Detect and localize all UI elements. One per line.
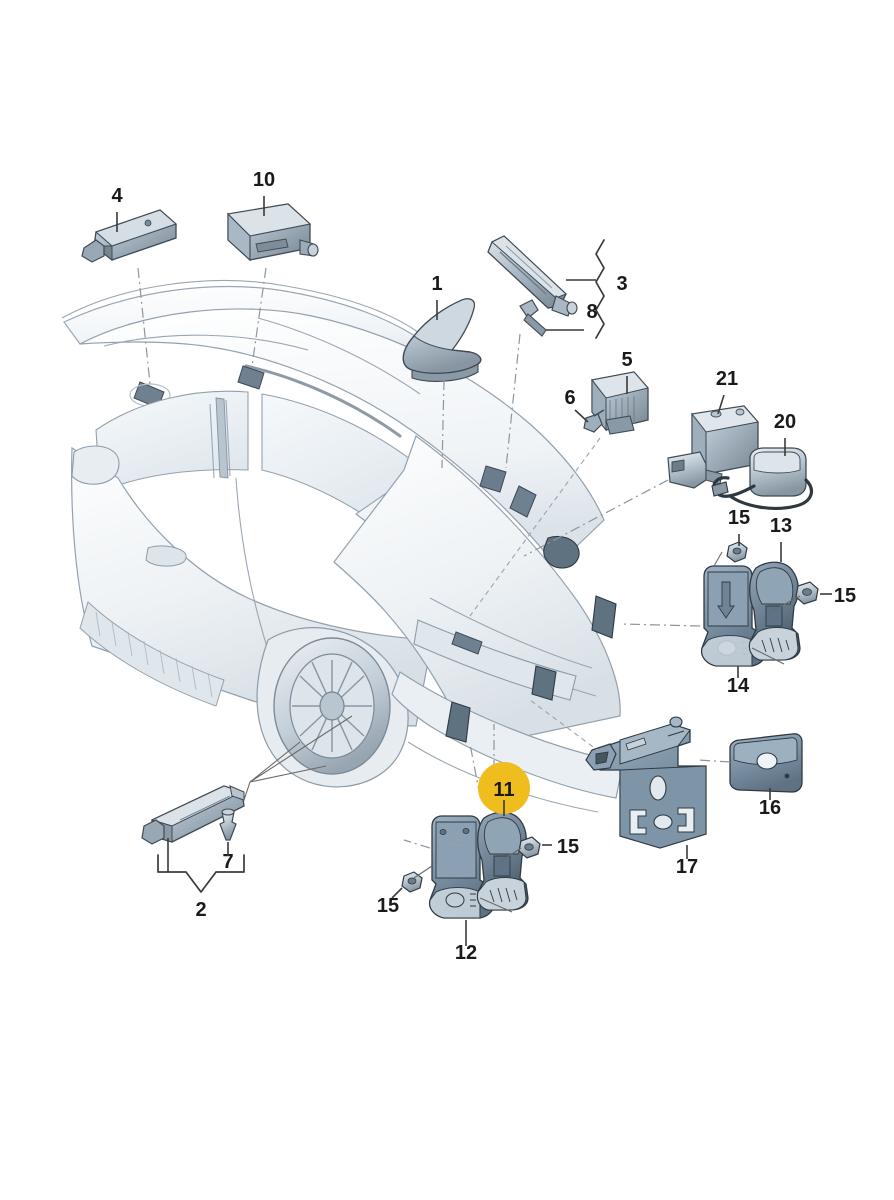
callout-7: 7 [222, 842, 234, 873]
callout-3: 3 [616, 273, 627, 295]
callout-1: 1 [431, 273, 443, 320]
callout-14-label: 14 [727, 675, 750, 697]
callout-15b-label: 15 [834, 585, 856, 607]
highlight-circle [478, 762, 530, 814]
leader-lines [137, 267, 801, 913]
callout-15-d: 15 [377, 887, 403, 917]
callout-3-label: 3 [616, 273, 627, 295]
roof-mount-slot-d [509, 485, 537, 518]
part-10-antenna-module-right [226, 203, 319, 262]
callout-8-label: 8 [586, 301, 597, 323]
callout-21: 21 [716, 368, 738, 415]
part-15-nut-d [401, 871, 423, 893]
door-handle [145, 545, 187, 567]
callout-13-label: 13 [770, 515, 792, 537]
part-21-electronic-control-module [667, 405, 759, 489]
callout-20: 20 [774, 411, 796, 456]
part-1-shark-fin-antenna [402, 298, 482, 382]
part-2-antenna-amplifier [141, 785, 245, 845]
side-sill [79, 601, 225, 707]
callout-20-label: 20 [774, 411, 796, 433]
part-17-support-bracket [585, 716, 707, 849]
callout-4-label: 4 [111, 185, 123, 207]
vehicle-illustration [61, 280, 625, 813]
callout-11-label: 11 [493, 779, 514, 801]
callout-2: 2 [195, 899, 206, 921]
tailgate-sensor-slot [451, 631, 483, 655]
sill-hatching [95, 611, 213, 698]
rear-camera-aperture [543, 535, 580, 569]
callout-6: 6 [564, 387, 589, 423]
part-11-sensor-unit-left [476, 811, 529, 911]
part-8-hex-bolt [519, 299, 547, 337]
callout-12: 12 [455, 920, 477, 964]
rear-bumper [391, 671, 625, 799]
callout-15-c: 15 [542, 836, 579, 858]
callout-5: 5 [621, 349, 633, 394]
bumper-sensor-aperture-left [445, 701, 471, 743]
brace-group-2 [157, 838, 245, 893]
callout-1-label: 1 [431, 273, 442, 295]
callout-17-label: 17 [676, 856, 698, 878]
callout-4: 4 [111, 185, 123, 232]
callout-15d-label: 15 [377, 895, 399, 917]
callout-15c-label: 15 [557, 836, 579, 858]
side-mirror [71, 445, 120, 485]
part-15-nut-b [795, 581, 819, 605]
callout-12-label: 12 [455, 942, 477, 964]
part-16-cover-plate [729, 733, 803, 793]
part-6-retaining-clip [583, 409, 605, 433]
bumper-sensor-aperture-right [591, 595, 617, 639]
part-15-nut-c [518, 836, 541, 859]
callout-2-label: 2 [195, 899, 206, 921]
part-13-sensor-unit-right [748, 561, 801, 661]
highlight-callout-11[interactable]: 11 [478, 762, 530, 816]
roof-rail [244, 364, 402, 438]
callout-6-label: 6 [564, 387, 575, 409]
wheel-hub [319, 691, 345, 721]
roof-mount-slot-rear [479, 465, 507, 493]
callout-17: 17 [676, 845, 698, 878]
part-5-control-unit [591, 371, 649, 435]
callout-16-label: 16 [759, 797, 781, 819]
callout-15a-label: 15 [728, 507, 750, 529]
callout-5-label: 5 [621, 349, 632, 371]
b-pillar [215, 397, 229, 479]
callout-10-label: 10 [253, 169, 275, 191]
callout-15-b: 15 [820, 585, 856, 607]
callout-15-a: 15 [728, 507, 750, 546]
callout-labels: 4 10 1 3 8 5 6 21 20 [111, 169, 856, 964]
callout-10: 10 [253, 169, 275, 216]
rear-quarter-window [95, 390, 249, 493]
part-15-nut-a [726, 541, 748, 563]
callout-13: 13 [770, 515, 792, 562]
part-3-antenna-rail [487, 235, 578, 317]
part-7-expansion-rivet [219, 808, 237, 841]
callout-7-label: 7 [222, 851, 233, 873]
callout-8: 8 [586, 301, 597, 323]
callout-14: 14 [727, 666, 750, 697]
part-20-antenna-pad-module [711, 447, 814, 510]
callout-16: 16 [759, 788, 781, 819]
brace-group-3 [546, 239, 605, 339]
bumper-sensor-aperture-mid [531, 665, 557, 701]
callout-21-label: 21 [716, 368, 738, 390]
part-4-antenna-module-left [81, 209, 178, 263]
roof-mount-slot-right [237, 365, 265, 390]
